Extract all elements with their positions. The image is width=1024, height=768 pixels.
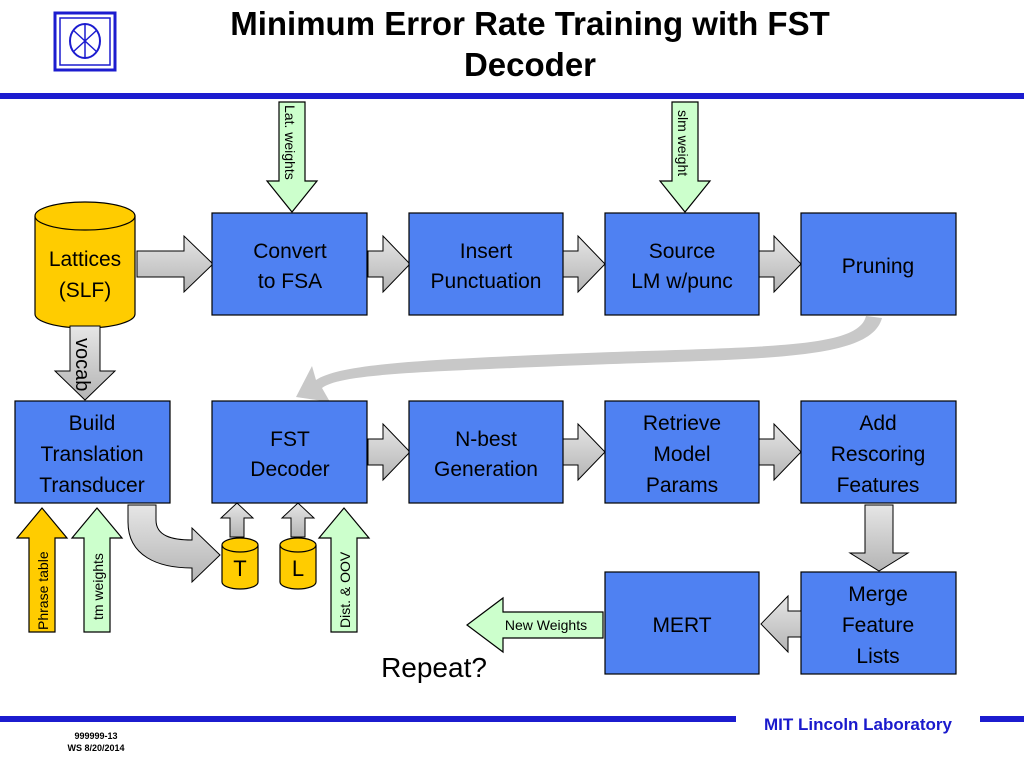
footer-code: 999999-13 xyxy=(74,731,117,741)
merge-label-2: Feature xyxy=(842,614,914,637)
nbest-label-1: N-best xyxy=(455,428,517,451)
repeat-label: Repeat? xyxy=(381,652,487,683)
fst-label-2: Decoder xyxy=(250,458,329,481)
lattices-cylinder: Lattices (SLF) xyxy=(34,201,136,329)
pruning-box: Pruning xyxy=(800,212,957,316)
source-label-2: LM w/punc xyxy=(631,270,733,293)
vocab-label: vocab xyxy=(71,338,93,391)
dist-oov-label: Dist. & OOV xyxy=(337,551,353,628)
lincoln-logo xyxy=(53,11,117,72)
arrow-t-to-fst xyxy=(219,502,255,538)
bottom-rule-left xyxy=(0,716,736,722)
lattices-label-1: Lattices xyxy=(49,248,121,271)
add-label-1: Add xyxy=(859,412,896,435)
convert-label-1: Convert xyxy=(253,240,327,263)
title-line-2: Decoder xyxy=(464,46,596,83)
retrieve-label-1: Retrieve xyxy=(643,412,721,435)
retrieve-label-2: Model xyxy=(653,443,710,466)
arrow-lattices-to-convert xyxy=(136,234,214,294)
arrow-nbest-to-retrieve xyxy=(562,422,606,482)
merge-label-1: Merge xyxy=(848,583,908,606)
tm-weights-label: tm weights xyxy=(90,553,106,620)
insert-label-2: Punctuation xyxy=(431,270,542,293)
source-label-1: Source xyxy=(649,240,716,263)
t-label: T xyxy=(233,556,246,581)
add-label-3: Features xyxy=(837,474,920,497)
slm-weight-arrow: slm weight xyxy=(658,101,712,213)
vocab-arrow: vocab xyxy=(53,325,117,401)
arrow-convert-to-insert xyxy=(367,234,411,294)
l-label: L xyxy=(292,556,304,581)
return-arrow xyxy=(296,316,882,402)
insert-label-1: Insert xyxy=(460,240,513,263)
arrow-fst-to-nbest xyxy=(367,422,411,482)
footer-date: WS 8/20/2014 xyxy=(67,743,124,753)
nbest-generation-box: N-best Generation xyxy=(408,400,564,504)
arrow-add-to-merge xyxy=(848,504,910,572)
lat-weights-label: Lat. weights xyxy=(282,105,298,180)
slm-weight-label: slm weight xyxy=(675,110,691,176)
l-cylinder: L xyxy=(279,537,317,590)
bottom-rule-right xyxy=(980,716,1024,722)
insert-punctuation-box: Insert Punctuation xyxy=(408,212,564,316)
arrow-insert-to-source xyxy=(562,234,606,294)
build-label-2: Translation xyxy=(40,443,143,466)
nbest-label-2: Generation xyxy=(434,458,538,481)
retrieve-model-params-box: Retrieve Model Params xyxy=(604,400,760,504)
convert-to-fsa-box: Convert to FSA xyxy=(211,212,368,316)
mert-label: MERT xyxy=(652,614,711,637)
top-rule xyxy=(0,93,1024,99)
new-weights-arrow: New Weights xyxy=(466,596,604,654)
phrase-table-label: Phrase table xyxy=(35,551,51,630)
arrow-merge-to-mert xyxy=(760,594,802,654)
phrase-table-arrow: Phrase table xyxy=(15,507,69,633)
t-cylinder: T xyxy=(221,537,259,590)
arrow-source-to-pruning xyxy=(758,234,802,294)
build-label-1: Build xyxy=(69,412,116,435)
mert-box: MERT xyxy=(604,571,760,675)
arrow-retrieve-to-add xyxy=(758,422,802,482)
lattices-label-2: (SLF) xyxy=(59,279,112,302)
new-weights-label: New Weights xyxy=(505,617,587,633)
add-label-2: Rescoring xyxy=(831,443,926,466)
source-lm-box: Source LM w/punc xyxy=(604,212,760,316)
build-translation-transducer-box: Build Translation Transducer xyxy=(14,400,171,504)
arrow-l-to-fst xyxy=(280,502,316,538)
add-rescoring-features-box: Add Rescoring Features xyxy=(800,400,957,504)
retrieve-label-3: Params xyxy=(646,474,718,497)
build-label-3: Transducer xyxy=(39,474,144,497)
tm-weights-arrow: tm weights xyxy=(70,507,124,633)
dist-oov-arrow: Dist. & OOV xyxy=(317,507,371,633)
merge-label-3: Lists xyxy=(856,645,899,668)
footer-lab-name: MIT Lincoln Laboratory xyxy=(764,715,952,734)
fst-decoder-box: FST Decoder xyxy=(211,400,368,504)
merge-feature-lists-box: Merge Feature Lists xyxy=(800,571,957,675)
arrow-build-to-t xyxy=(127,504,221,584)
fst-label-1: FST xyxy=(270,428,310,451)
pruning-label: Pruning xyxy=(842,255,914,278)
convert-label-2: to FSA xyxy=(258,270,322,293)
title-line-1: Minimum Error Rate Training with FST xyxy=(230,5,830,42)
lat-weights-arrow: Lat. weights xyxy=(265,101,319,213)
